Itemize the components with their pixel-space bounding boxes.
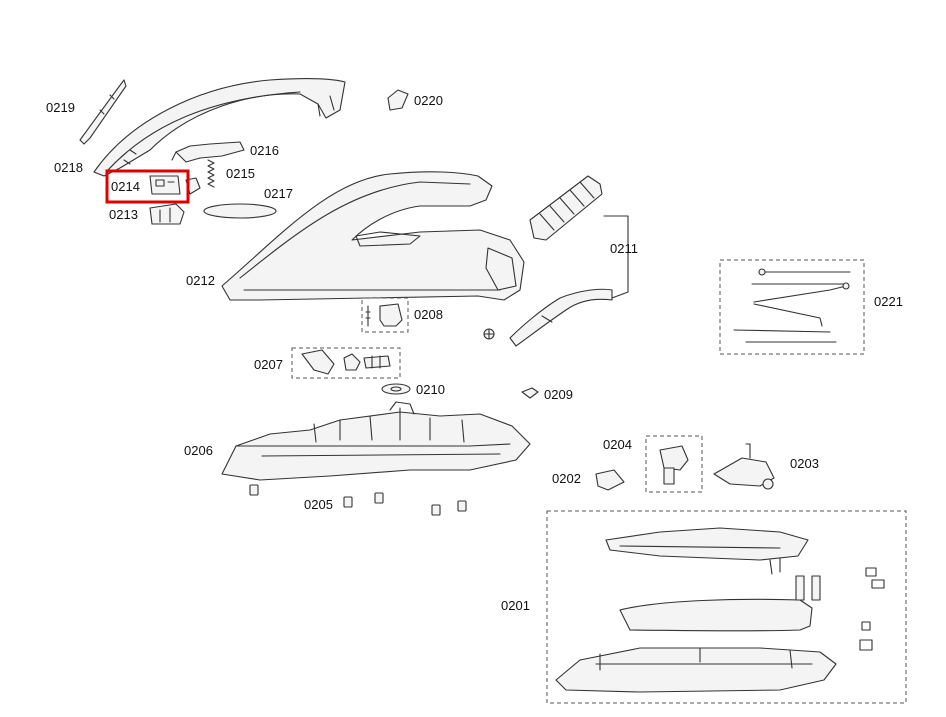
label-0216: 0216 [250,143,279,158]
label-0208: 0208 [414,307,443,322]
part-0215-spring[interactable] [207,159,215,188]
label-0207: 0207 [254,357,283,372]
label-0203: 0203 [790,456,819,471]
label-0214: 0214 [111,179,140,194]
part-0214-switch[interactable] [149,175,201,195]
part-0210-ring[interactable] [381,383,411,395]
label-0221: 0221 [874,294,903,309]
label-0218: 0218 [54,160,83,175]
part-0217-disc[interactable] [203,203,277,219]
label-0211: 0211 [610,241,638,256]
label-0201: 0201 [501,598,530,613]
label-0219: 0219 [46,100,75,115]
label-0209: 0209 [544,387,573,402]
label-0210: 0210 [416,382,445,397]
label-0220: 0220 [414,93,443,108]
label-0204: 0204 [603,437,632,452]
part-0206-chassis[interactable] [221,401,531,481]
highlight-box [105,169,190,204]
part-0220-cap[interactable] [387,89,409,111]
part-0207-valve[interactable] [291,347,401,379]
label-0213: 0213 [109,207,138,222]
label-0212: 0212 [186,273,215,288]
part-0211-roller-hose[interactable] [483,175,629,347]
part-0208-bracket[interactable] [361,297,409,333]
part-0216-lever[interactable] [171,141,245,163]
part-0205-feet[interactable] [249,484,467,516]
label-0217: 0217 [264,186,293,201]
part-0209-clip[interactable] [521,387,539,399]
part-0213-cover[interactable] [149,203,185,225]
label-0202: 0202 [552,471,581,486]
label-0215: 0215 [226,166,255,181]
part-0219-trim[interactable] [79,79,127,145]
part-0218-handle[interactable] [93,78,346,177]
part-0221-cable-set[interactable] [719,259,865,355]
part-0203-bracket[interactable] [713,443,775,490]
part-0202-clip[interactable] [595,469,625,491]
part-0204-valve[interactable] [645,435,703,493]
part-0201-soleplate[interactable] [546,510,907,704]
label-0206: 0206 [184,443,213,458]
part-0212-housing[interactable] [221,171,525,301]
label-0205: 0205 [304,497,333,512]
